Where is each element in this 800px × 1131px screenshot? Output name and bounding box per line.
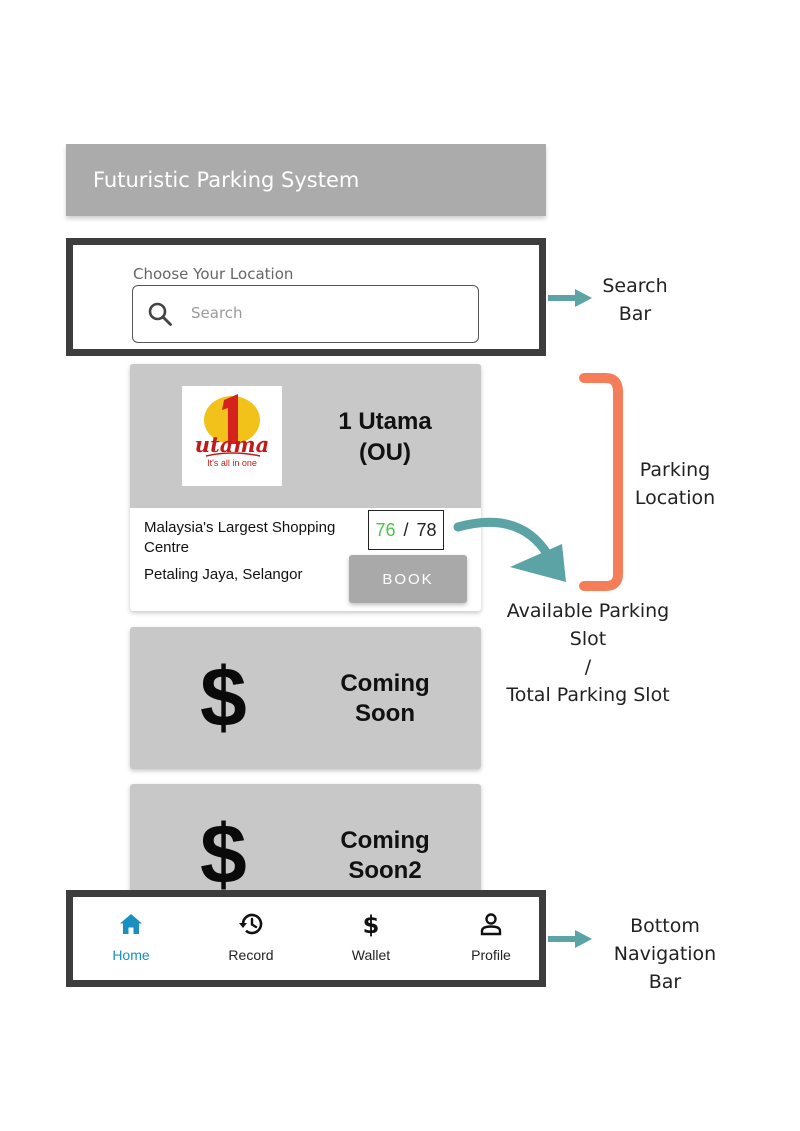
annotation-slot: Available Parking Slot / Total Parking S… [506, 600, 670, 706]
person-icon [480, 913, 502, 936]
home-icon [120, 914, 142, 934]
svg-text:$: $ [363, 911, 380, 937]
logo-graphic: utama [195, 394, 269, 457]
nav-label-record: Record [228, 947, 274, 963]
nav-arrow [548, 930, 592, 948]
1-utama-logo: utama It's all in one [182, 386, 282, 486]
nav-item-record[interactable]: Record [191, 911, 311, 963]
card-details: Malaysia's Largest Shopping Centre Petal… [130, 508, 481, 611]
card-header: utama It's all in one 1 Utama (OU) [130, 364, 481, 508]
location-description: Malaysia's Largest Shopping Centre [144, 519, 336, 556]
nav-label-home: Home [112, 947, 150, 963]
location-card-1-utama[interactable]: utama It's all in one 1 Utama (OU) Malay… [130, 364, 481, 611]
slot-separator: / [403, 519, 409, 540]
app-bar: Futuristic Parking System [66, 144, 546, 216]
history-icon [239, 913, 263, 935]
location-city: Petaling Jaya, Selangor [144, 566, 303, 583]
search-input[interactable] [191, 304, 451, 322]
nav-item-profile[interactable]: Profile [431, 911, 551, 963]
book-button[interactable]: BOOK [349, 555, 467, 603]
nav-item-home[interactable]: Home [71, 911, 191, 963]
location-name: 1 Utama (OU) [338, 408, 432, 466]
search-section: Choose Your Location [66, 238, 546, 356]
dollar-icon: $ [200, 650, 247, 744]
app-title: Futuristic Parking System [93, 168, 360, 192]
bottom-navigation-bar: Home Record $ Wallet Profile [66, 890, 546, 987]
location-card-coming-soon[interactable]: $ Coming Soon [130, 627, 481, 769]
location-name: Coming Soon2 [340, 827, 430, 884]
nav-label-profile: Profile [471, 947, 511, 963]
search-label: Choose Your Location [133, 265, 294, 283]
annotation-bottom-nav: Bottom Navigation Bar [613, 915, 717, 993]
slot-counter: 76 / 78 [368, 510, 444, 550]
dollar-icon: $ [363, 911, 380, 937]
search-icon [148, 302, 172, 326]
annotation-search-bar: Search Bar [602, 275, 668, 325]
dollar-icon: $ [200, 807, 247, 901]
logo-tagline: It's all in one [207, 458, 257, 468]
search-arrow [548, 289, 592, 307]
parking-bracket [579, 373, 623, 591]
location-name: Coming Soon [340, 670, 430, 727]
nav-item-wallet[interactable]: $ Wallet [311, 911, 431, 963]
search-box[interactable] [132, 285, 479, 343]
total-slots: 78 [416, 519, 437, 540]
annotation-parking-location: Parking Location [634, 459, 716, 509]
nav-label-wallet: Wallet [351, 947, 391, 963]
available-slots: 76 [375, 519, 396, 540]
